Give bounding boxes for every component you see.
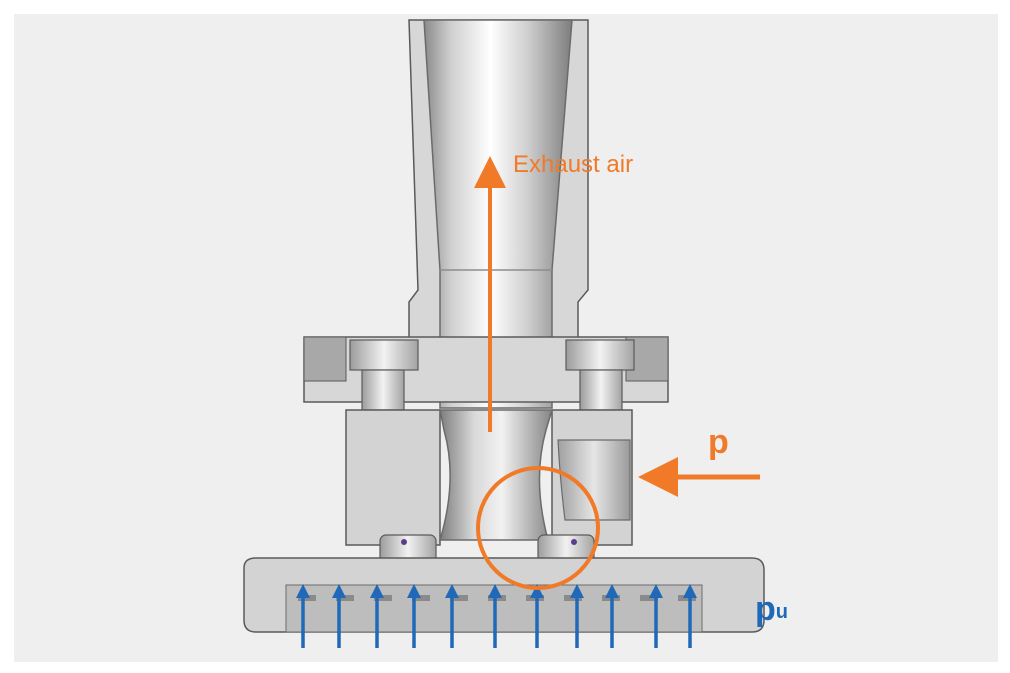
nozzle-piston [438,409,554,541]
o-ring-left [401,539,407,545]
vacuum-arrow-head [296,584,310,598]
vacuum-arrow-head [649,584,663,598]
vacuum-arrow-head [570,584,584,598]
screw-left [349,339,419,411]
vacuum-arrow-head [488,584,502,598]
pressure-label: p [708,423,729,461]
vacuum-arrow-head [332,584,346,598]
vacuum-arrow-head [683,584,697,598]
pressure-port [557,439,631,521]
vacuum-arrows [296,584,697,648]
vacuum-arrow-head [605,584,619,598]
flange-notch-left [303,336,347,382]
o-ring-right [571,539,577,545]
exhaust-label: Exhaust air [513,151,633,178]
valve-body-left [345,409,441,546]
underpressure-label: pu [755,590,788,628]
nozzle-highlight-circle [476,466,600,590]
vacuum-arrow-head [370,584,384,598]
vacuum-arrow-head [407,584,421,598]
underpressure-label-sub: u [776,601,788,623]
vacuum-arrow-head [530,584,544,598]
vacuum-arrow-head [445,584,459,598]
screw-right [565,339,635,411]
underpressure-label-base: p [755,590,776,628]
